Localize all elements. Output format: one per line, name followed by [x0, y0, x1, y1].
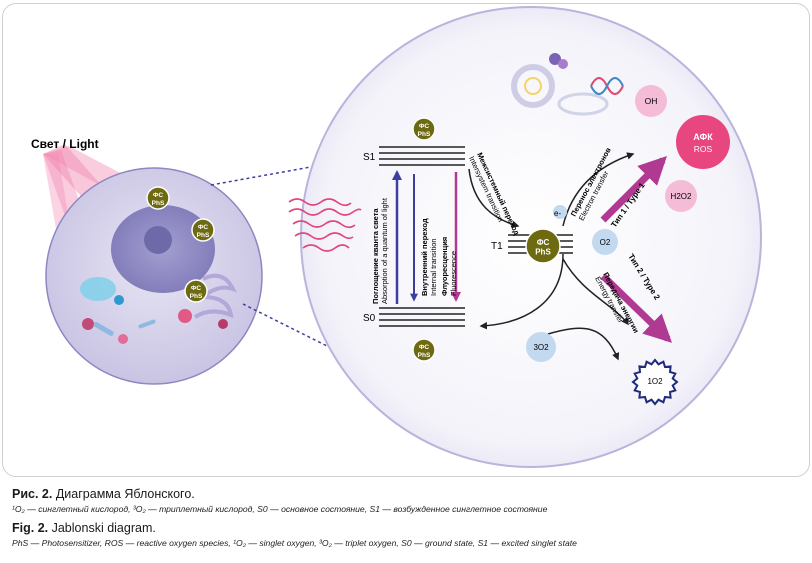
- absorption-label-en: Absorption of a quantum of light: [380, 197, 389, 304]
- phs-badge-label-en: PhS: [535, 248, 551, 257]
- phs-badge-circle: [412, 338, 436, 362]
- phs-badge-label-ru: ФС: [153, 192, 164, 199]
- type1-arrow: [600, 156, 667, 223]
- light-waves: [288, 198, 362, 252]
- internal-transition-label-ru: Внутренний переход: [420, 218, 429, 296]
- phs-badge-circle: [146, 186, 170, 210]
- o2-molecule: [592, 229, 618, 255]
- phs-badge-label-ru: ФС: [537, 238, 550, 247]
- level-s1: [379, 146, 465, 166]
- oh-label: OH: [645, 96, 658, 106]
- membrane-ring-icon: [511, 64, 555, 108]
- biomolecule-icons: [511, 53, 624, 116]
- energy-transfer-arrow: [562, 258, 629, 326]
- caption-ru-label: Рис. 2.: [12, 487, 53, 501]
- level-s0: [379, 307, 465, 327]
- caption-ru-note: ¹O₂ — синглетный кислород, ³O₂ — триплет…: [12, 504, 548, 514]
- figure-caption: Рис. 2. Диаграмма Яблонского. ¹O₂ — синг…: [12, 487, 802, 555]
- fluorescence-label-ru: Флуоресценция: [440, 237, 449, 296]
- t1-label: T1: [491, 241, 503, 252]
- phs-badge-circle: [184, 279, 208, 303]
- caption-ru-text: Диаграмма Яблонского.: [55, 487, 195, 501]
- phs-badge-label-ru: ФС: [419, 344, 430, 351]
- electron-dot: [553, 205, 567, 219]
- mitochondrion-icon: [557, 92, 609, 116]
- phs-badge-circle: [191, 218, 215, 242]
- ros-label-en: ROS: [694, 144, 713, 154]
- phs-badge-label-ru: ФС: [198, 224, 209, 231]
- caption-en-title: Fig. 2. Jablonski diagram.: [12, 521, 802, 536]
- internal-transition-label-en: Internal transition: [429, 238, 438, 296]
- phs-badge-label-en: PhS: [190, 293, 203, 300]
- electron-label: e-: [554, 209, 561, 218]
- organelle-dot: [114, 295, 124, 305]
- phs-badge-label-en: PhS: [152, 200, 165, 207]
- phs-badge-label-en: PhS: [418, 352, 431, 359]
- absorption-label-ru: Поглощение кванта света: [371, 208, 380, 304]
- return-arrow: [479, 253, 564, 330]
- ros-circle: [676, 115, 730, 169]
- phs-badge-circle: [525, 228, 561, 264]
- singlet-formation-arrow: [547, 327, 620, 361]
- o2-label: O2: [600, 238, 611, 247]
- caption-en-label: Fig. 2.: [12, 521, 49, 535]
- singlet-o2-label: 1O2: [647, 377, 663, 386]
- phs-badge-label-en: PhS: [418, 131, 431, 138]
- light-label: Свет / Light: [31, 137, 99, 151]
- singlet-o2-star: [631, 358, 679, 406]
- s1-label: S1: [363, 152, 376, 163]
- caption-en-note: PhS — Photosensitizer, ROS — reactive ox…: [12, 538, 577, 548]
- fluorescence-label-en: Fluorescence: [449, 251, 458, 296]
- phs-badge-label-ru: ФС: [419, 123, 430, 130]
- phs-badge-label-ru: ФС: [191, 285, 202, 292]
- lysosome: [178, 309, 192, 323]
- phs-badge-circle: [412, 117, 436, 141]
- caption-en-text: Jablonski diagram.: [51, 521, 156, 535]
- h2o2-molecule: [665, 180, 697, 212]
- zoom-connector-bottom: [242, 303, 334, 350]
- electron-transfer-arrow: [562, 152, 635, 227]
- intersystem-arrow: [468, 168, 520, 228]
- triplet-o2-label: 3O2: [533, 343, 549, 352]
- protein-icon: [549, 53, 561, 65]
- vesicle-blue: [80, 277, 116, 301]
- h2o2-label: H2O2: [671, 192, 692, 201]
- triplet-o2-molecule: [526, 332, 556, 362]
- s0-label: S0: [363, 313, 376, 324]
- type2-arrow: [600, 273, 673, 343]
- nucleolus: [144, 226, 172, 254]
- phs-badge-label-en: PhS: [197, 232, 210, 239]
- caption-ru-title: Рис. 2. Диаграмма Яблонского.: [12, 487, 802, 502]
- ros-label-ru: АФК: [693, 132, 713, 142]
- oh-molecule: [635, 85, 667, 117]
